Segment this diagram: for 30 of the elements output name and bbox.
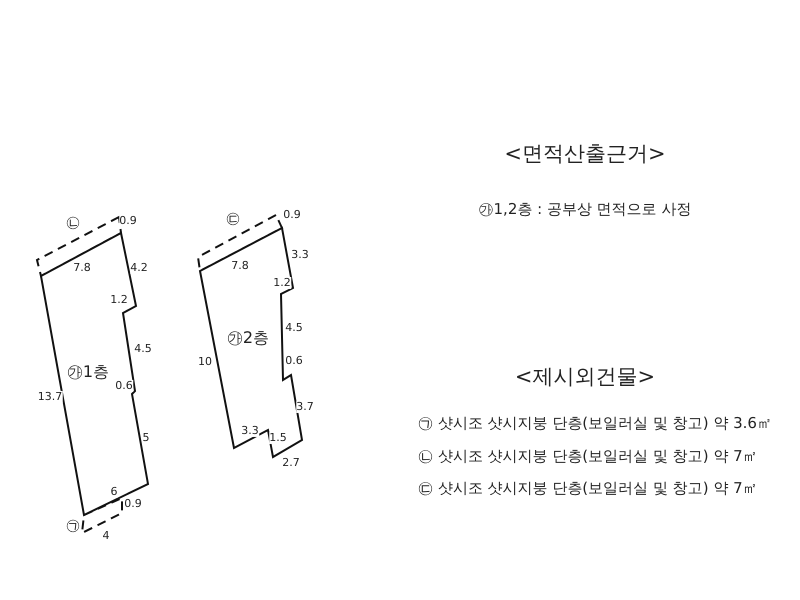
dimension-label: 1.5 (269, 432, 287, 444)
dimension-label: 7.8 (73, 262, 91, 274)
annex-label: ㉡ (66, 216, 80, 230)
dimension-label: 4.5 (134, 342, 152, 356)
list-item: ㉠ 샷시조 샷시지붕 단층(보일러실 및 창고) 약 3.6㎡ (418, 414, 772, 432)
annex-label: ㉠ (66, 519, 80, 533)
dimension-label: 3.3 (291, 248, 309, 262)
dimension-label: 3.7 (296, 400, 314, 414)
list-item: ㉢ 샷시조 샷시지붕 단층(보일러실 및 창고) 약 7㎡ (418, 480, 758, 496)
dimension-label: 5 (142, 432, 150, 444)
dimension-label: 0.9 (119, 214, 137, 228)
floor-label: ㉮1층 (66, 364, 110, 380)
note-text: ㉮1,2층 : 공부상 면적으로 사정 (478, 200, 692, 218)
dimension-label: 0.6 (115, 380, 133, 392)
dimension-label: 4.5 (285, 322, 303, 334)
dimension-label: 13.7 (38, 390, 62, 404)
dimension-label: 3.3 (241, 424, 259, 438)
dimension-label: 1.2 (273, 276, 291, 290)
dimension-label: 0.9 (124, 498, 142, 510)
dimension-label: 0.9 (283, 208, 301, 222)
section-heading: <면적산출근거> (504, 142, 666, 166)
section-heading: <제시외건물> (514, 365, 656, 389)
list-item: ㉡ 샷시조 샷시지붕 단층(보일러실 및 창고) 약 7㎡ (418, 448, 758, 464)
floor-label: ㉮2층 (226, 330, 270, 346)
dimension-label: 7.8 (231, 260, 249, 272)
dimension-label: 4.2 (130, 262, 148, 274)
dimension-label: 10 (198, 356, 212, 368)
dimension-label: 0.6 (285, 354, 303, 368)
annex-label: ㉢ (226, 212, 240, 226)
dimension-label: 6 (110, 486, 118, 498)
